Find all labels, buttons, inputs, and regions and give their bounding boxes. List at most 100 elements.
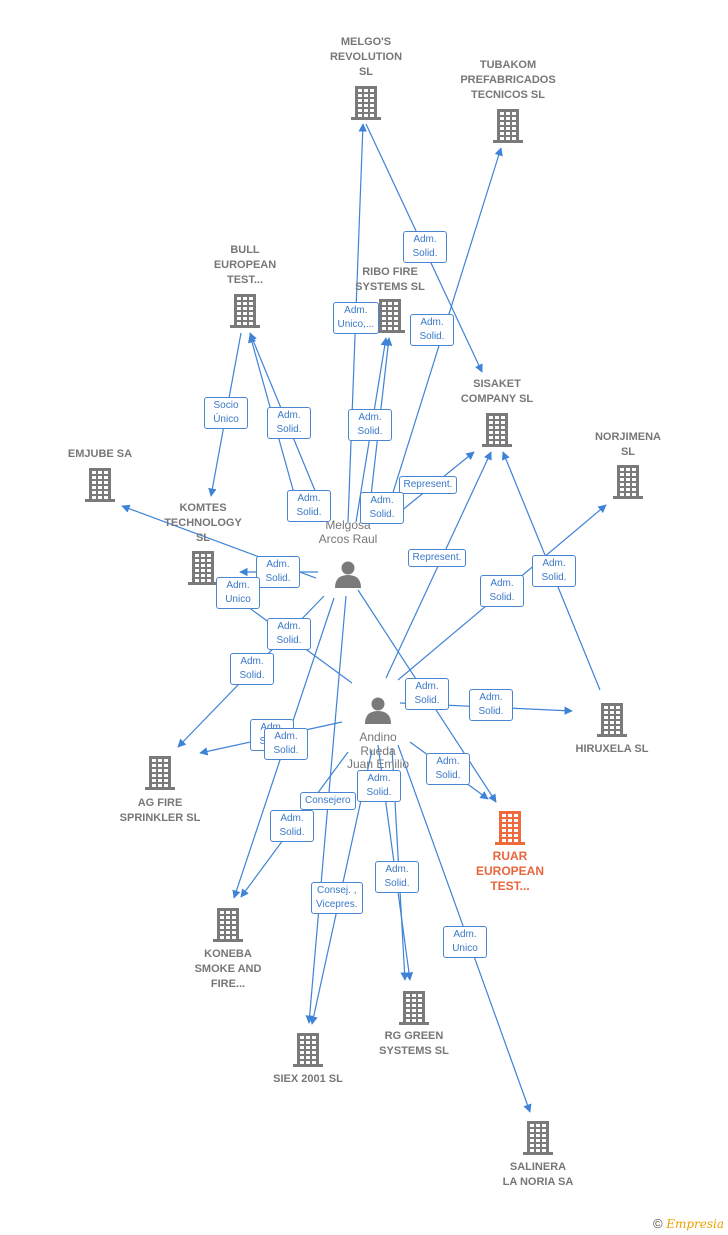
company-label-line: RG GREEN <box>384 1030 444 1042</box>
company-label-line: SISAKET <box>473 378 521 390</box>
building-icon[interactable] <box>145 756 175 790</box>
relation-label[interactable]: Adm.Solid. <box>480 575 524 607</box>
building-icon[interactable] <box>85 468 115 502</box>
building-icon[interactable] <box>523 1121 553 1155</box>
company-label-line: EUROPEAN <box>475 864 544 878</box>
relation-label-line: Adm. <box>542 558 566 569</box>
company-label-line: LA NORIA SA <box>502 1176 574 1188</box>
building-icon[interactable] <box>351 86 381 120</box>
relation-label-line: Solid. <box>296 507 322 518</box>
person-label-line: Andino <box>359 730 397 744</box>
building-icon[interactable] <box>597 703 627 737</box>
company-label-line: RUAR <box>492 849 528 863</box>
company-label-line: SL <box>195 532 211 544</box>
company-label[interactable]: EMJUBE SA <box>35 447 165 462</box>
relation-label-line: Socio <box>213 400 239 411</box>
relation-label[interactable]: Adm.Solid. <box>375 861 419 893</box>
relation-label[interactable]: Adm. Solid. <box>532 555 576 587</box>
relation-label[interactable]: Adm.Solid. <box>403 231 447 263</box>
relation-label[interactable]: Adm.Solid. <box>360 492 404 524</box>
relation-label[interactable]: Represent. <box>398 476 458 494</box>
relation-label[interactable]: Represent. <box>407 549 467 567</box>
relation-label[interactable]: Adm.Solid. <box>348 409 392 441</box>
building-icon[interactable] <box>293 1033 323 1067</box>
building-icon[interactable] <box>375 299 405 333</box>
company-label[interactable]: SALINERA LA NORIA SA <box>473 1160 603 1190</box>
building-icon[interactable] <box>399 991 429 1025</box>
company-label-line: SALINERA <box>509 1161 567 1173</box>
relation-label-line: Solid. <box>366 787 392 798</box>
brand-name: Empresia <box>666 1217 724 1231</box>
relation-label[interactable]: Adm.Unico,... <box>332 302 380 334</box>
building-icon[interactable] <box>613 465 643 499</box>
company-label-line: NORJIMENA <box>594 431 661 443</box>
company-label-line: MELGO'S <box>340 36 392 48</box>
person-label-line: Arcos Raul <box>318 531 378 546</box>
relation-label-line: Consej. , <box>317 885 357 896</box>
building-icon[interactable] <box>482 413 512 447</box>
person-label-line: Rueda <box>360 743 396 758</box>
copyright-symbol: © <box>652 1216 663 1231</box>
company-label-line: SPRINKLER SL <box>119 812 201 824</box>
company-label[interactable]: SIEX 2001 SL <box>243 1072 373 1087</box>
relation-label-line: Adm. <box>255 721 289 735</box>
relation-label[interactable]: Adm.Solid. <box>230 653 274 685</box>
relation-label-line: Solid. <box>265 573 291 584</box>
person-icon[interactable] <box>365 697 391 725</box>
relation-label-line: Adm. <box>413 234 437 245</box>
relation-label-line: Solid. <box>419 331 445 342</box>
company-label-line: PREFABRICADOS <box>460 74 556 86</box>
relation-label[interactable]: Adm.Unico <box>216 577 260 609</box>
building-icon[interactable] <box>213 908 243 942</box>
relation-label-line: Unico <box>452 943 478 954</box>
building-icon[interactable] <box>230 294 260 328</box>
building-icon[interactable] <box>493 109 523 143</box>
relation-label[interactable]: Adm.Solid. <box>287 490 331 522</box>
relation-label[interactable]: Adm.Solid. <box>267 407 311 439</box>
company-label[interactable]: NORJIMENA SL <box>563 430 693 460</box>
footer-brand[interactable]: © Empresia <box>653 1216 724 1231</box>
relation-label[interactable]: Adm.Solid. <box>264 728 308 760</box>
building-icon[interactable] <box>188 551 218 585</box>
company-label[interactable]: HIRUXELA SL <box>547 742 677 757</box>
relation-label[interactable]: Consej. ,Vicepres. <box>311 882 363 914</box>
relation-label[interactable]: Adm.Solid. <box>357 770 401 802</box>
relation-label-line: Adm. <box>240 656 264 667</box>
relation-label[interactable]: Adm. Solid. <box>410 314 454 346</box>
relation-label-line: Unico <box>225 594 251 605</box>
relation-label-line: Solid. <box>541 572 567 583</box>
company-label[interactable]: BULL EUROPEAN TEST... <box>180 243 310 288</box>
relation-label[interactable]: Adm.Solid. <box>267 618 311 650</box>
person-icon[interactable] <box>335 561 361 589</box>
relation-label-line: Adm. <box>420 317 444 328</box>
relation-label[interactable]: Adm.Solid. <box>405 678 449 710</box>
company-label-line: EUROPEAN <box>213 259 277 271</box>
company-label-line: TEST... <box>226 274 264 286</box>
relation-label-line: Adm. <box>385 864 409 875</box>
relation-label[interactable]: Adm.Solid. <box>270 810 314 842</box>
company-label-line: RIBO FIRE <box>362 266 418 278</box>
relation-label-line: Adm. <box>479 692 503 703</box>
relation-label[interactable]: Adm.Solid. <box>469 689 513 721</box>
building-icon[interactable] <box>495 811 525 845</box>
company-label-line: BULL <box>230 244 260 256</box>
company-label-line: SL <box>620 446 636 458</box>
relation-label-line: Solid. <box>273 745 299 756</box>
relation-label[interactable]: Consejero <box>300 792 356 810</box>
relation-label[interactable]: Adm.Solid. <box>426 753 470 785</box>
relation-label[interactable]: Adm.Unico <box>443 926 487 958</box>
relation-label-line: Unico,... <box>337 319 375 330</box>
relation-label[interactable]: Adm.Solid. <box>256 556 300 588</box>
